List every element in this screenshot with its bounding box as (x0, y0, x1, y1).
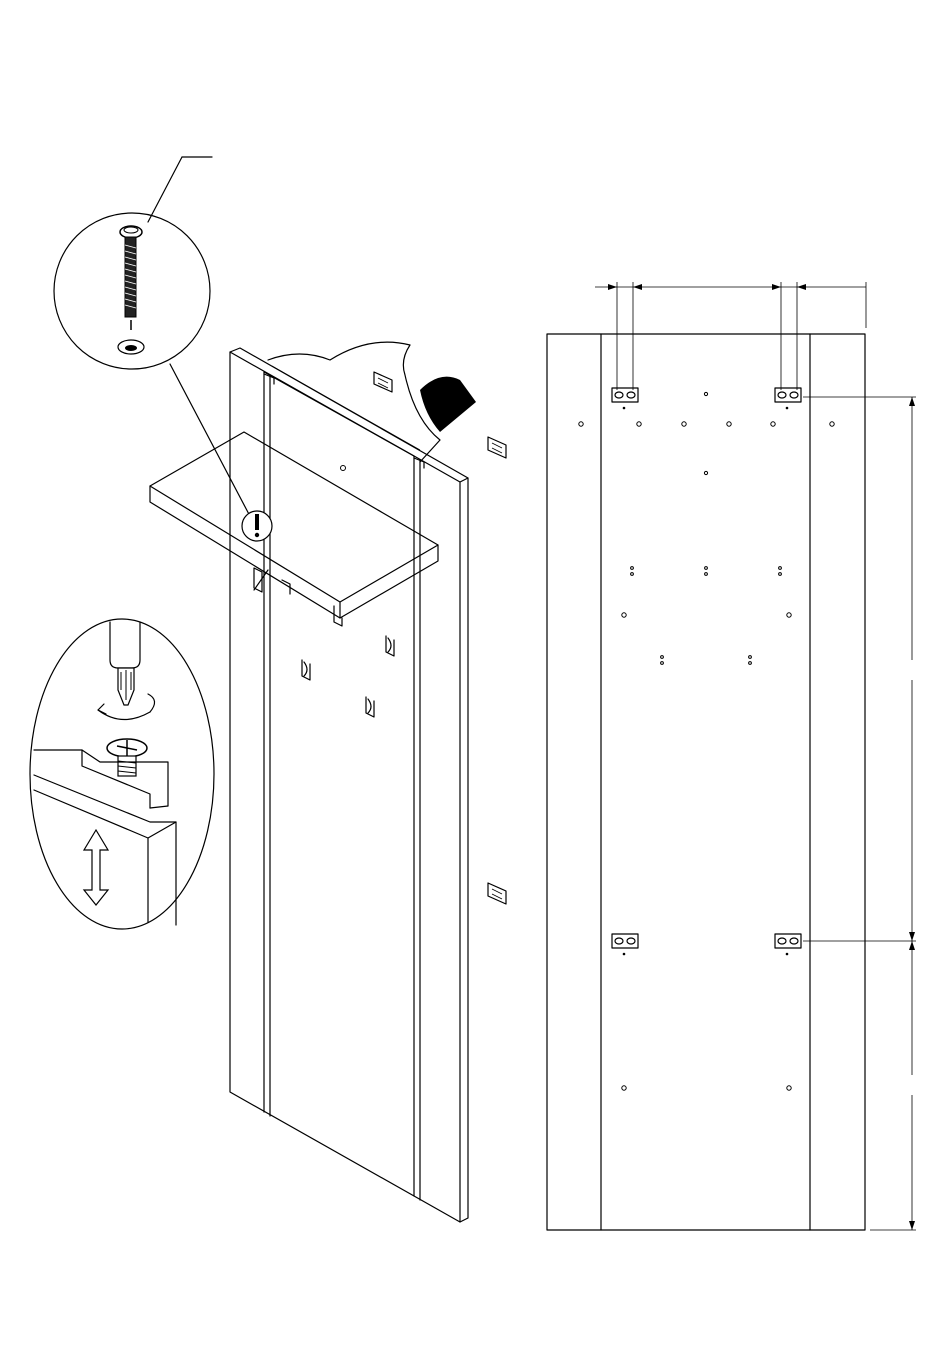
leader-line-to-shelf (170, 364, 252, 520)
back-panel-outline (547, 334, 865, 1230)
adjust-screw-icon (107, 739, 147, 776)
leader-line-screw (148, 157, 182, 222)
panel-hole (341, 466, 346, 471)
warning-exclamation-icon (242, 511, 272, 541)
coat-hook-1 (302, 660, 310, 680)
peel-film-icon (268, 342, 476, 462)
screw-hole-icon (118, 340, 144, 354)
up-down-arrow-icon (84, 830, 108, 905)
screw-detail-callout (54, 157, 252, 520)
bottom-bracket-piece (488, 883, 506, 904)
coat-hook-2 (386, 636, 394, 656)
shelf (150, 432, 438, 626)
back-bracket-bottom-left (612, 934, 638, 955)
top-dimension (595, 282, 866, 390)
back-bracket-top-right (775, 388, 801, 409)
adjust-detail-callout (30, 619, 214, 929)
back-bracket-top-left (612, 388, 638, 409)
top-bracket-piece-1 (374, 372, 392, 392)
back-view-drawing (547, 282, 916, 1230)
back-holes (579, 392, 834, 1090)
coat-hook-3 (366, 697, 374, 717)
top-bracket-piece-2 (488, 437, 506, 458)
screwdriver-icon (110, 622, 140, 705)
back-bracket-bottom-right (775, 934, 801, 955)
right-dimension (803, 397, 916, 1230)
screw-icon (120, 226, 142, 330)
isometric-panel (230, 342, 506, 1222)
panel-corner-detail (34, 750, 176, 925)
shelf-top (150, 432, 438, 602)
